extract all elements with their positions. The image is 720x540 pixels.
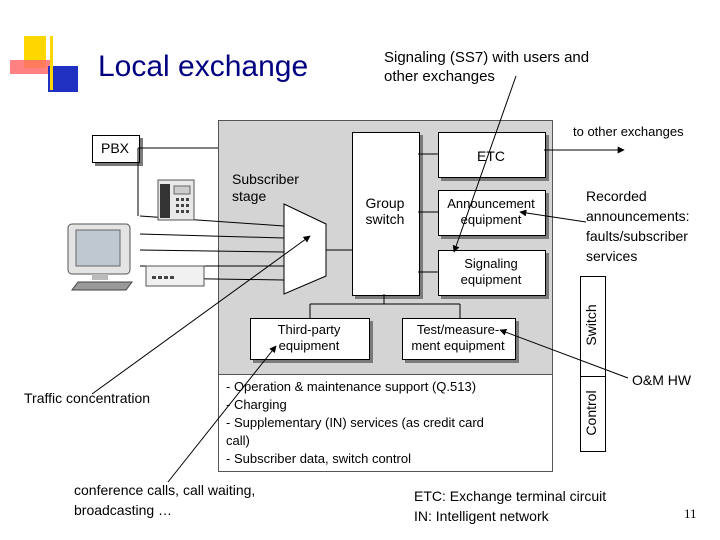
announcement-label: Announcement equipment xyxy=(438,196,544,228)
group-switch-box xyxy=(352,132,420,296)
third-party-line: Third-party xyxy=(277,322,341,337)
control-text-line: - Subscriber data, switch control xyxy=(226,451,411,466)
test-measure-label: Test/measure- ment equipment xyxy=(402,322,514,354)
phone-icon xyxy=(157,179,195,221)
signaling-equipment-label: Signaling equipment xyxy=(438,256,544,288)
subscriber-stage-line: Subscriber xyxy=(232,171,299,187)
group-switch-line: switch xyxy=(365,211,405,227)
page-number: 11 xyxy=(684,506,697,521)
traffic-concentration: Traffic concentration xyxy=(24,390,151,406)
recorded-line: announcements: xyxy=(586,208,690,224)
signaling-line: Signaling (SS7) with users and xyxy=(384,49,590,66)
announcement-line: Announcement xyxy=(447,196,535,211)
signaling-equipment-box xyxy=(438,250,546,296)
group-switch-line: Group xyxy=(365,195,405,211)
control-text-line: - Supplementary (IN) services (as credit… xyxy=(226,415,484,430)
etc-label: ETC xyxy=(477,148,505,164)
signaling-equipment-line: equipment xyxy=(460,272,522,287)
group-switch-label: Group switch xyxy=(352,195,418,227)
test-measure-line: Test/measure- xyxy=(416,322,500,337)
recorded-annotation: Recorded announcements: faults/subscribe… xyxy=(586,186,690,266)
subscriber-stage-line: stage xyxy=(232,188,267,204)
test-measure-line: ment equipment xyxy=(411,338,505,353)
computer-icon xyxy=(67,223,133,291)
signaling-annotation: Signaling (SS7) with users and other exc… xyxy=(384,48,644,86)
recorded-line: services xyxy=(586,248,638,264)
deco-red-square xyxy=(10,60,50,74)
control-text-line: - Operation & maintenance support (Q.513… xyxy=(226,379,477,394)
modem-icon xyxy=(145,265,205,287)
etc-definition: ETC: Exchange terminal circuit xyxy=(414,488,607,504)
to-other-exchanges: to other exchanges xyxy=(573,124,684,139)
recorded-line: faults/subscriber xyxy=(586,228,688,244)
conference-line: broadcasting … xyxy=(74,502,173,518)
signaling-equipment-line: Signaling xyxy=(464,256,518,271)
conference-line: conference calls, call waiting, xyxy=(74,482,256,498)
deco-blue-square xyxy=(48,66,78,92)
announcement-line: equipment xyxy=(460,212,522,227)
slide-title: Local exchange xyxy=(98,50,309,83)
definitions: ETC: Exchange terminal circuit IN: Intel… xyxy=(414,486,606,526)
conference-annotation: conference calls, call waiting, broadcas… xyxy=(74,480,255,520)
control-text-line: call) xyxy=(226,433,250,448)
test-measure-box xyxy=(402,318,516,360)
control-side-label: Control xyxy=(583,390,599,436)
recorded-line: Recorded xyxy=(586,188,647,204)
control-text-line: - Charging xyxy=(226,397,287,412)
deco-yellow-bar xyxy=(50,36,53,90)
in-definition: IN: Intelligent network xyxy=(414,508,549,524)
control-text: - Operation & maintenance support (Q.513… xyxy=(226,378,546,468)
om-hw-label: O&M HW xyxy=(632,372,692,388)
third-party-label: Third-party equipment xyxy=(250,322,368,354)
subscriber-stage-label: Subscriber stage xyxy=(232,171,299,205)
pbx-box xyxy=(92,135,140,163)
pbx-label: PBX xyxy=(100,140,129,156)
third-party-line: equipment xyxy=(278,338,340,353)
control-side-box xyxy=(580,376,606,452)
switch-side-label: Switch xyxy=(583,304,599,346)
signaling-line: other exchanges xyxy=(384,68,495,85)
